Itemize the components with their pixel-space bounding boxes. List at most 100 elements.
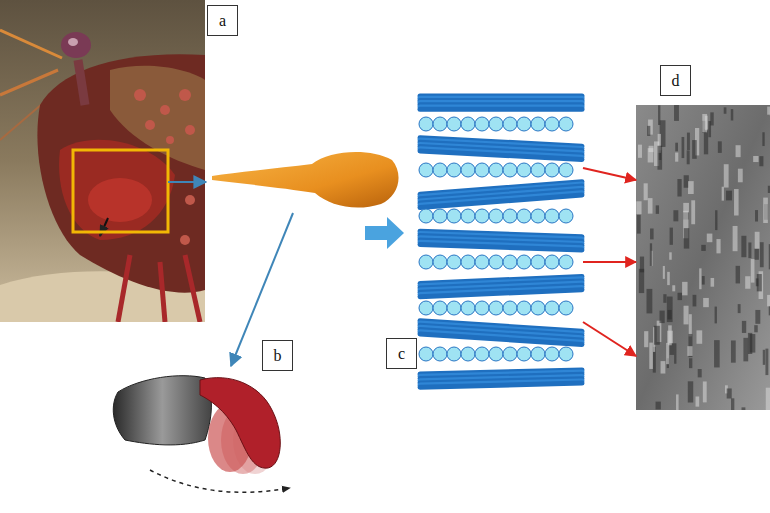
sem-streak bbox=[745, 276, 750, 288]
fibre-end bbox=[517, 347, 531, 361]
fibre-end bbox=[447, 209, 461, 223]
sem-streak bbox=[699, 268, 701, 289]
sem-streak bbox=[741, 236, 746, 257]
sem-streak bbox=[736, 266, 740, 284]
fibre-end bbox=[531, 301, 545, 315]
fibre-end bbox=[475, 209, 489, 223]
sem-streak bbox=[715, 307, 717, 324]
block-arrow bbox=[365, 217, 404, 249]
pointer-arrow bbox=[583, 322, 636, 356]
sem-streak bbox=[638, 145, 642, 158]
fibre bbox=[420, 107, 582, 112]
fibre-end bbox=[475, 301, 489, 315]
sem-streak bbox=[644, 183, 648, 200]
sem-streak bbox=[742, 407, 746, 410]
sem-streak bbox=[650, 243, 652, 266]
fibre-end bbox=[531, 117, 545, 131]
fibre-end bbox=[433, 301, 447, 315]
fibre-end bbox=[531, 255, 545, 269]
fibre-end bbox=[517, 117, 531, 131]
fibre-end bbox=[531, 347, 545, 361]
fibre-ends bbox=[419, 209, 573, 223]
sem-streak bbox=[755, 310, 760, 324]
sem-streak bbox=[765, 349, 768, 375]
sem-streak bbox=[731, 109, 733, 120]
sem-streak bbox=[676, 394, 679, 410]
sem-streak bbox=[673, 210, 678, 221]
sem-streak bbox=[701, 245, 705, 251]
sem-streak bbox=[748, 242, 751, 258]
antenna bbox=[0, 70, 58, 95]
legs bbox=[118, 255, 200, 322]
sem-streak bbox=[661, 361, 666, 373]
sem-streak bbox=[718, 141, 722, 153]
fibre-end bbox=[545, 255, 559, 269]
motion-arc bbox=[150, 470, 290, 492]
sem-streak bbox=[663, 266, 665, 279]
fibre-end bbox=[531, 163, 545, 177]
fibre-end bbox=[461, 209, 475, 223]
fibre bbox=[420, 105, 582, 110]
photo-ground bbox=[0, 0, 205, 322]
sem-streak bbox=[663, 294, 666, 303]
sem-streak bbox=[647, 289, 653, 313]
sem-streak bbox=[768, 186, 770, 193]
fibre-end bbox=[545, 117, 559, 131]
panel-letter: c bbox=[398, 345, 405, 363]
fibre-end bbox=[559, 301, 573, 315]
fibre-layer bbox=[420, 231, 582, 250]
strike-motion bbox=[113, 376, 290, 493]
highlight-box bbox=[73, 150, 168, 232]
sem-streak bbox=[689, 358, 692, 368]
sem-streak bbox=[711, 278, 715, 287]
sem-streak bbox=[668, 325, 672, 345]
sem-streak bbox=[748, 333, 752, 354]
fibre-end bbox=[489, 255, 503, 269]
panel-letter: d bbox=[672, 72, 680, 90]
sem-streak bbox=[667, 272, 670, 285]
sem-streak bbox=[736, 145, 741, 157]
fibre-end bbox=[503, 255, 517, 269]
panel-letter: b bbox=[274, 347, 282, 365]
sem-streak bbox=[753, 156, 758, 162]
fibre-layer bbox=[420, 138, 582, 160]
antenna bbox=[0, 30, 62, 58]
sem-streak bbox=[733, 226, 738, 251]
sem-streak bbox=[688, 381, 693, 402]
fibre-end bbox=[545, 301, 559, 315]
sem-streak bbox=[684, 228, 689, 248]
sem-streak bbox=[660, 311, 665, 324]
fibre-end bbox=[433, 255, 447, 269]
sem-streak bbox=[769, 244, 770, 269]
pointer-arrow bbox=[168, 181, 206, 183]
sem-streak bbox=[716, 239, 720, 253]
sem-streak bbox=[754, 325, 757, 332]
sem-streak bbox=[734, 189, 739, 215]
panel-label-box: c bbox=[386, 338, 417, 369]
fibre-layer bbox=[420, 182, 582, 208]
fibre-end bbox=[419, 347, 433, 361]
fibre-ends bbox=[419, 347, 573, 361]
fibre-end bbox=[545, 209, 559, 223]
fibre-end bbox=[433, 209, 447, 223]
sem-streak bbox=[755, 210, 758, 221]
fibre-layer bbox=[420, 277, 582, 297]
sem-streak bbox=[684, 306, 689, 325]
fibre-end bbox=[447, 301, 461, 315]
sem-streak bbox=[675, 143, 678, 152]
sem-streak bbox=[767, 107, 770, 115]
sem-streak bbox=[687, 133, 690, 150]
panel-label-box: d bbox=[660, 65, 691, 96]
sem-streak bbox=[702, 276, 705, 285]
bouligand-stack bbox=[419, 96, 582, 387]
shrimp-photo bbox=[0, 0, 205, 322]
fibre-end bbox=[517, 301, 531, 315]
fibre-ends bbox=[419, 163, 573, 177]
fibre-end bbox=[433, 163, 447, 177]
sem-streak bbox=[696, 396, 700, 406]
sem-streak bbox=[751, 259, 755, 283]
sem-streak bbox=[743, 338, 748, 362]
fibre-end bbox=[475, 347, 489, 361]
sem-streak bbox=[656, 205, 659, 213]
